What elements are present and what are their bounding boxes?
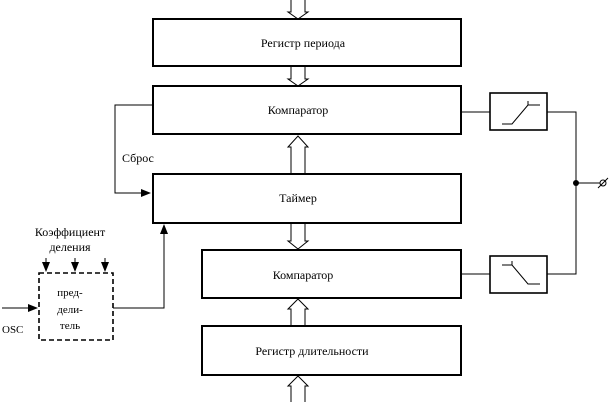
- bus-arrow-timer-to-comparator-bottom: [286, 223, 310, 250]
- output-combine-line: [547, 111, 577, 275]
- reset-feedback-line: [114, 104, 153, 197]
- prescaler-label-line3: тель: [60, 320, 80, 332]
- bus-arrow-into-period-register: [286, 0, 310, 20]
- falling-edge-trigger-block: [489, 255, 548, 294]
- prescaler-to-timer-line: [113, 224, 168, 309]
- timer-label: Таймер: [279, 191, 317, 205]
- bus-arrow-timer-to-comparator-top: [286, 135, 310, 174]
- rising-edge-trigger-block: [489, 92, 548, 131]
- comparator-bottom-label: Компаратор: [273, 268, 334, 282]
- bus-arrow-period-to-comparator: [286, 66, 310, 87]
- period-register-label: Регистр периода: [261, 36, 346, 50]
- period-register-block: [152, 18, 462, 67]
- comparator-top-block: [152, 85, 462, 135]
- prescaler-block: [38, 272, 114, 341]
- division-coefficient-label-line1: Коэффициент: [35, 225, 106, 239]
- prescaler-label-line1: пред-: [57, 287, 83, 299]
- prescaler-label-line2: дели-: [57, 304, 83, 316]
- comparator-top-label: Компаратор: [268, 103, 329, 117]
- division-coefficient-label-line2: деления: [49, 240, 91, 254]
- falling-edge-symbol: [502, 264, 540, 285]
- timer-block: [152, 173, 462, 224]
- osc-label: OSC: [2, 324, 23, 336]
- duration-register-block: [201, 325, 462, 376]
- rising-edge-symbol: [502, 104, 540, 125]
- bus-arrow-into-duration-register: [286, 375, 310, 402]
- duration-register-label: Регистр длительности: [255, 344, 369, 358]
- bus-arrow-duration-to-comparator: [286, 298, 310, 326]
- output-terminal-slash: [597, 177, 609, 189]
- reset-label: Сброс: [122, 151, 154, 165]
